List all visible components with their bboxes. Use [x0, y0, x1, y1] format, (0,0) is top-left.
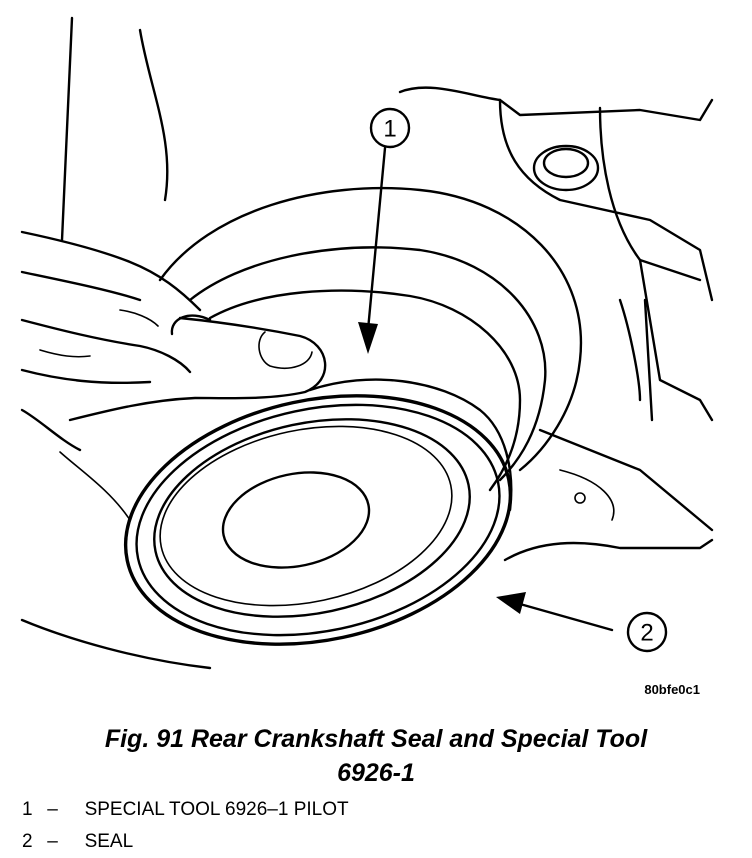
legend-item-text: SPECIAL TOOL 6926–1 PILOT: [84, 799, 349, 820]
callout-2-marker: 2: [626, 611, 668, 653]
legend-item-number: 1: [22, 799, 33, 820]
engine-block-outline: [60, 16, 714, 562]
callout-2-number: 2: [640, 620, 653, 647]
figure-code: 80bfe0c1: [644, 682, 700, 697]
legend-item-number: 2: [22, 831, 33, 852]
crankshaft-seal-illustration: 1 2 80bfe0c1: [20, 16, 714, 697]
seal-with-pilot-tool: [123, 378, 513, 646]
legend-item-1: 1 – SPECIAL TOOL 6926–1 PILOT: [22, 794, 349, 826]
legend: 1 – SPECIAL TOOL 6926–1 PILOT 2 – SEAL: [22, 794, 349, 858]
caption-line-2: 6926-1: [337, 759, 415, 787]
legend-item-dash: –: [47, 831, 58, 852]
hand-illustration: [20, 230, 327, 670]
callout-1-marker: 1: [369, 107, 411, 149]
housing-bore-rings: [158, 186, 583, 492]
caption-line-1: Fig. 91 Rear Crankshaft Seal and Special…: [104, 725, 648, 753]
legend-item-text: SEAL: [84, 831, 134, 852]
figure-caption: Fig. 91 Rear Crankshaft Seal and Special…: [20, 722, 732, 790]
legend-item-2: 2 – SEAL: [22, 826, 349, 858]
legend-item-dash: –: [47, 799, 58, 820]
callout-1-number: 1: [383, 116, 396, 143]
callout-1-arrow: [358, 146, 387, 354]
callout-2-arrow: [496, 592, 614, 632]
